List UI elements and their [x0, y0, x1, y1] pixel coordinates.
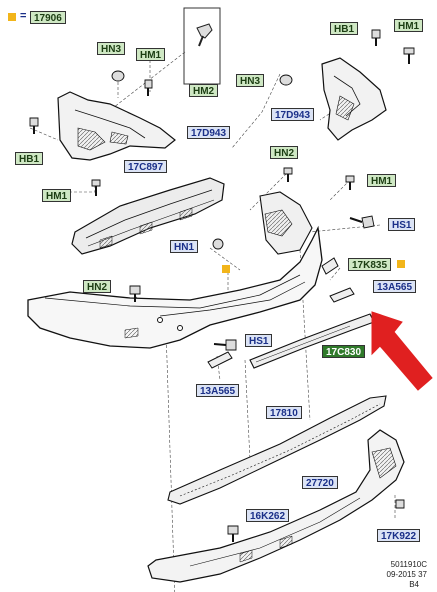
label-hm1-left-mid[interactable]: HM1 [42, 189, 72, 202]
drawing-sheet: B4 [409, 580, 419, 589]
label-hn3-left[interactable]: HN3 [97, 42, 126, 55]
label-hm2[interactable]: HM2 [189, 84, 219, 97]
legend-part-ref[interactable]: 17906 [30, 11, 66, 24]
right-bracket [321, 57, 387, 141]
bumper-cover [27, 191, 323, 349]
label-17k922[interactable]: 17K922 [377, 529, 421, 542]
label-hs1-mid[interactable]: HS1 [245, 334, 273, 347]
label-17c830[interactable]: 17C830 [322, 345, 366, 358]
label-13a565-left[interactable]: 13A565 [196, 384, 240, 397]
label-17810[interactable]: 17810 [266, 406, 302, 419]
drawing-number: 5011910C [390, 560, 427, 569]
label-hm1-left-top[interactable]: HM1 [136, 48, 166, 61]
legend-marker-icon [8, 13, 16, 21]
red-pointer-arrow [371, 311, 433, 391]
label-27720[interactable]: 27720 [302, 476, 338, 489]
left-bracket [57, 91, 176, 161]
lower-spoiler [167, 395, 387, 505]
legend-equals: = [20, 10, 27, 22]
fasteners [29, 29, 415, 542]
label-13a565-right[interactable]: 13A565 [373, 280, 417, 293]
marker-icon-bumper [222, 265, 230, 273]
label-hb1-left[interactable]: HB1 [15, 152, 44, 165]
reinforcement-beam [71, 177, 225, 255]
label-17d943-left[interactable]: 17D943 [187, 126, 231, 139]
label-hs1-top[interactable]: HS1 [388, 218, 416, 231]
label-17k835[interactable]: 17K835 [348, 258, 392, 271]
label-hn1[interactable]: HN1 [170, 240, 199, 253]
marker-icon-17k835 [397, 260, 405, 268]
drawing-reference: 5011910C 09-2015 37 B4 [387, 560, 427, 590]
screw-inset-box [183, 7, 221, 85]
diffuser-panel [147, 429, 405, 583]
label-hn3-right[interactable]: HN3 [236, 74, 265, 87]
label-hn2-top[interactable]: HN2 [270, 146, 299, 159]
drawing-date: 09-2015 37 [386, 570, 427, 579]
label-hn2-mid[interactable]: HN2 [83, 280, 112, 293]
label-hm1-right-mid[interactable]: HM1 [367, 174, 397, 187]
label-17c897[interactable]: 17C897 [124, 160, 168, 173]
label-17d943-right[interactable]: 17D943 [271, 108, 315, 121]
clip-pieces [207, 257, 355, 369]
label-hb1-right[interactable]: HB1 [330, 22, 359, 35]
label-16k262[interactable]: 16K262 [246, 509, 290, 522]
label-hm1-right-top[interactable]: HM1 [394, 19, 424, 32]
